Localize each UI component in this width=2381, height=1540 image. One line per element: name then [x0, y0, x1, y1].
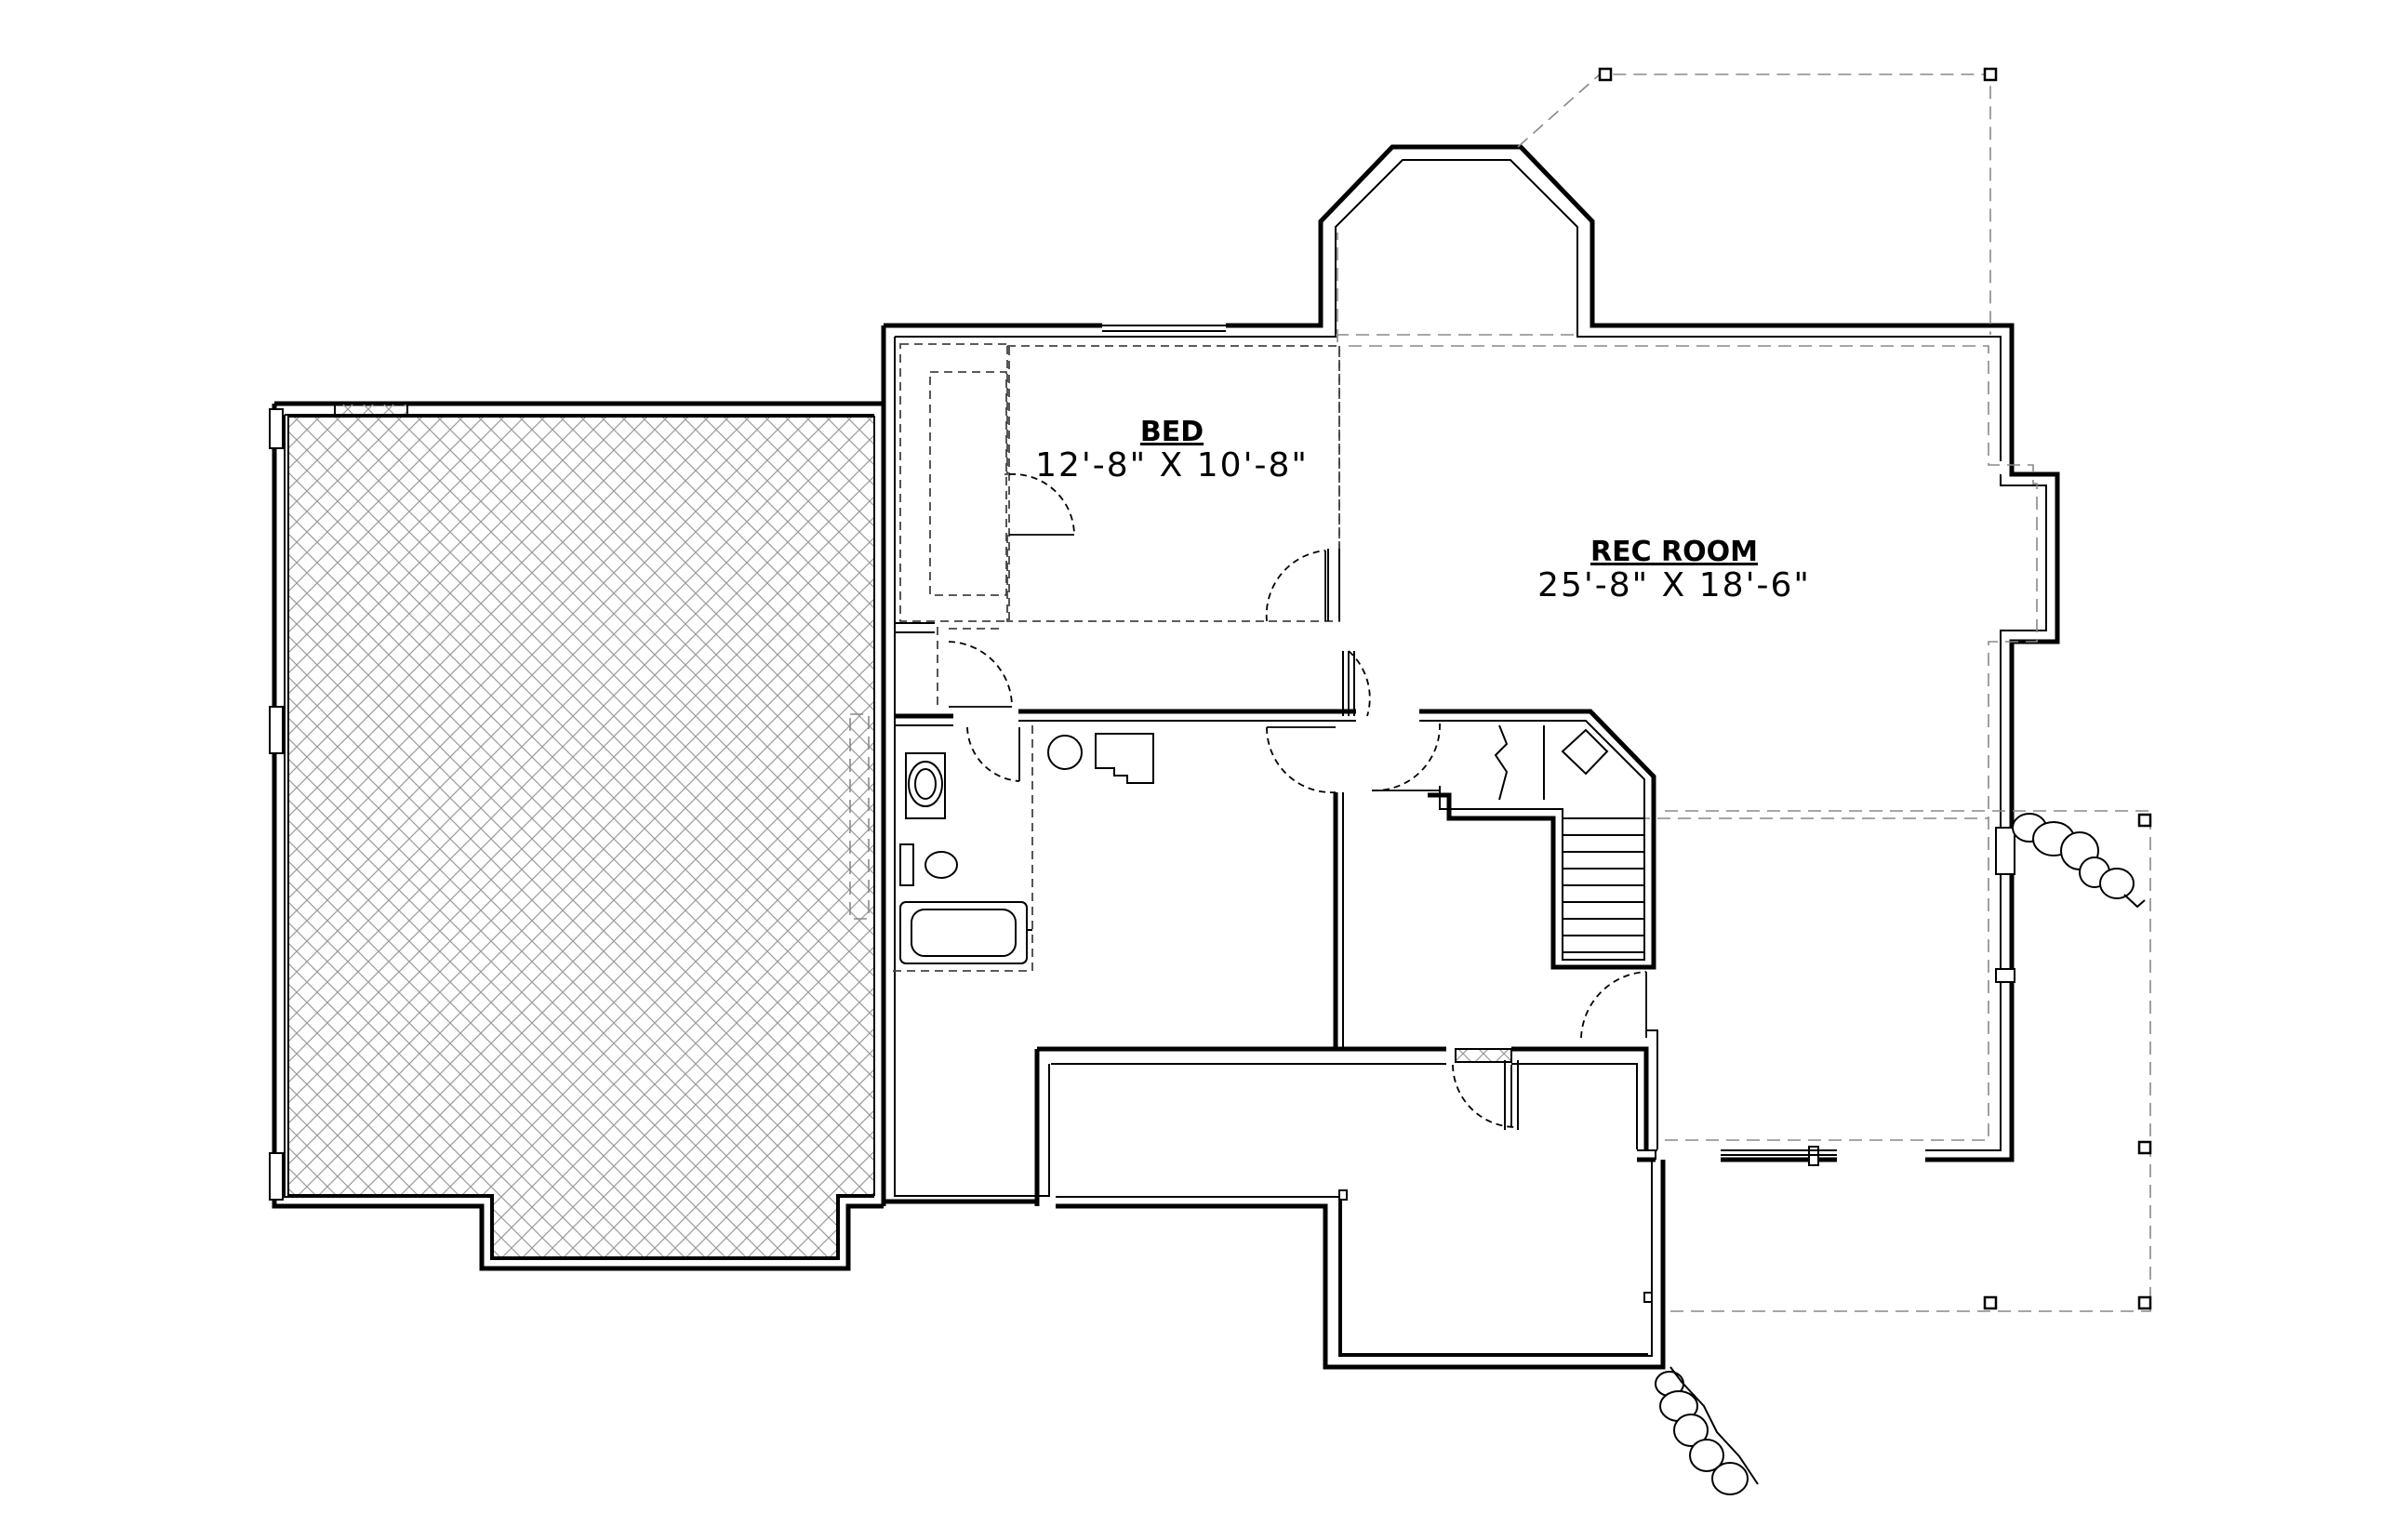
lower-wing-wall: [1056, 1160, 1666, 1370]
stair-treads: [1563, 817, 1644, 953]
deck-post-4: [1983, 1295, 1998, 1310]
right-window-2: [1995, 968, 2015, 983]
upper-post-left: [1598, 67, 1613, 82]
storage-wing: [884, 1046, 1666, 1370]
right-window-1: [1995, 827, 2015, 875]
upper-deck-outline: [1517, 73, 1991, 335]
garage-pilaster-left-bottom: [269, 1152, 284, 1201]
garage-pilaster-left-top: [269, 408, 284, 449]
storage-door: [1452, 1064, 1515, 1128]
rec-room-name: REC ROOM: [1590, 536, 1758, 568]
bath-door: [966, 726, 1020, 782]
furnace-icon: [1095, 733, 1154, 784]
bed-room-dimensions: 12'-8" X 10'-8": [1035, 446, 1309, 485]
boulders-bottom: [1655, 1366, 1759, 1495]
rec-room-dimensions: 25'-8" X 18'-6": [1537, 566, 1811, 604]
garage: [269, 401, 884, 1271]
water-heater-icon: [1047, 735, 1083, 770]
storage-top-wall: [1037, 1046, 1649, 1149]
top-window: [1102, 325, 1226, 338]
deck-post-1: [2137, 813, 2152, 828]
upper-post-right: [1983, 67, 1998, 82]
toilet-tank: [899, 843, 914, 886]
garage-window-top: [334, 403, 408, 416]
bed-entry-door: [1265, 550, 1326, 622]
top-wall-inner: [895, 159, 2002, 461]
top-wall: [884, 144, 2015, 461]
bed-closet-door: [1008, 473, 1075, 536]
stair-wall: [1419, 709, 1656, 970]
rec-entry-door: [1348, 650, 1371, 717]
storage-vent: [1455, 1048, 1512, 1063]
lower-rec-door: [1580, 971, 1647, 1039]
interior-finish-lines: [1336, 232, 2038, 1141]
linen-door: [948, 641, 1013, 708]
toilet-icon: [924, 851, 958, 879]
lower-deck-outline: [1665, 810, 2151, 1312]
garage-overhead-door-track: [849, 713, 870, 920]
bath-and-hall: [893, 622, 1356, 972]
bed-room-name: BED: [1140, 416, 1204, 448]
closet-shelf: [929, 371, 1007, 596]
garage-pilaster-left-mid: [269, 706, 284, 754]
storage-outer-wall: [884, 1049, 1040, 1206]
vanity: [905, 752, 946, 819]
stair-area: [1266, 650, 1658, 1149]
deck-post-3: [2137, 1295, 2152, 1310]
deck-post-2: [2137, 1140, 2152, 1155]
boulders-right: [2012, 813, 2146, 909]
bath-wall-top: [895, 709, 1356, 719]
mech-door: [1266, 726, 1337, 793]
stair-hall-door: [1371, 723, 1441, 791]
garage-slab: [287, 416, 875, 1258]
deck-outlines: [1517, 67, 2152, 1312]
bottom-window: [1721, 1149, 1837, 1156]
bedroom: [899, 343, 1340, 622]
